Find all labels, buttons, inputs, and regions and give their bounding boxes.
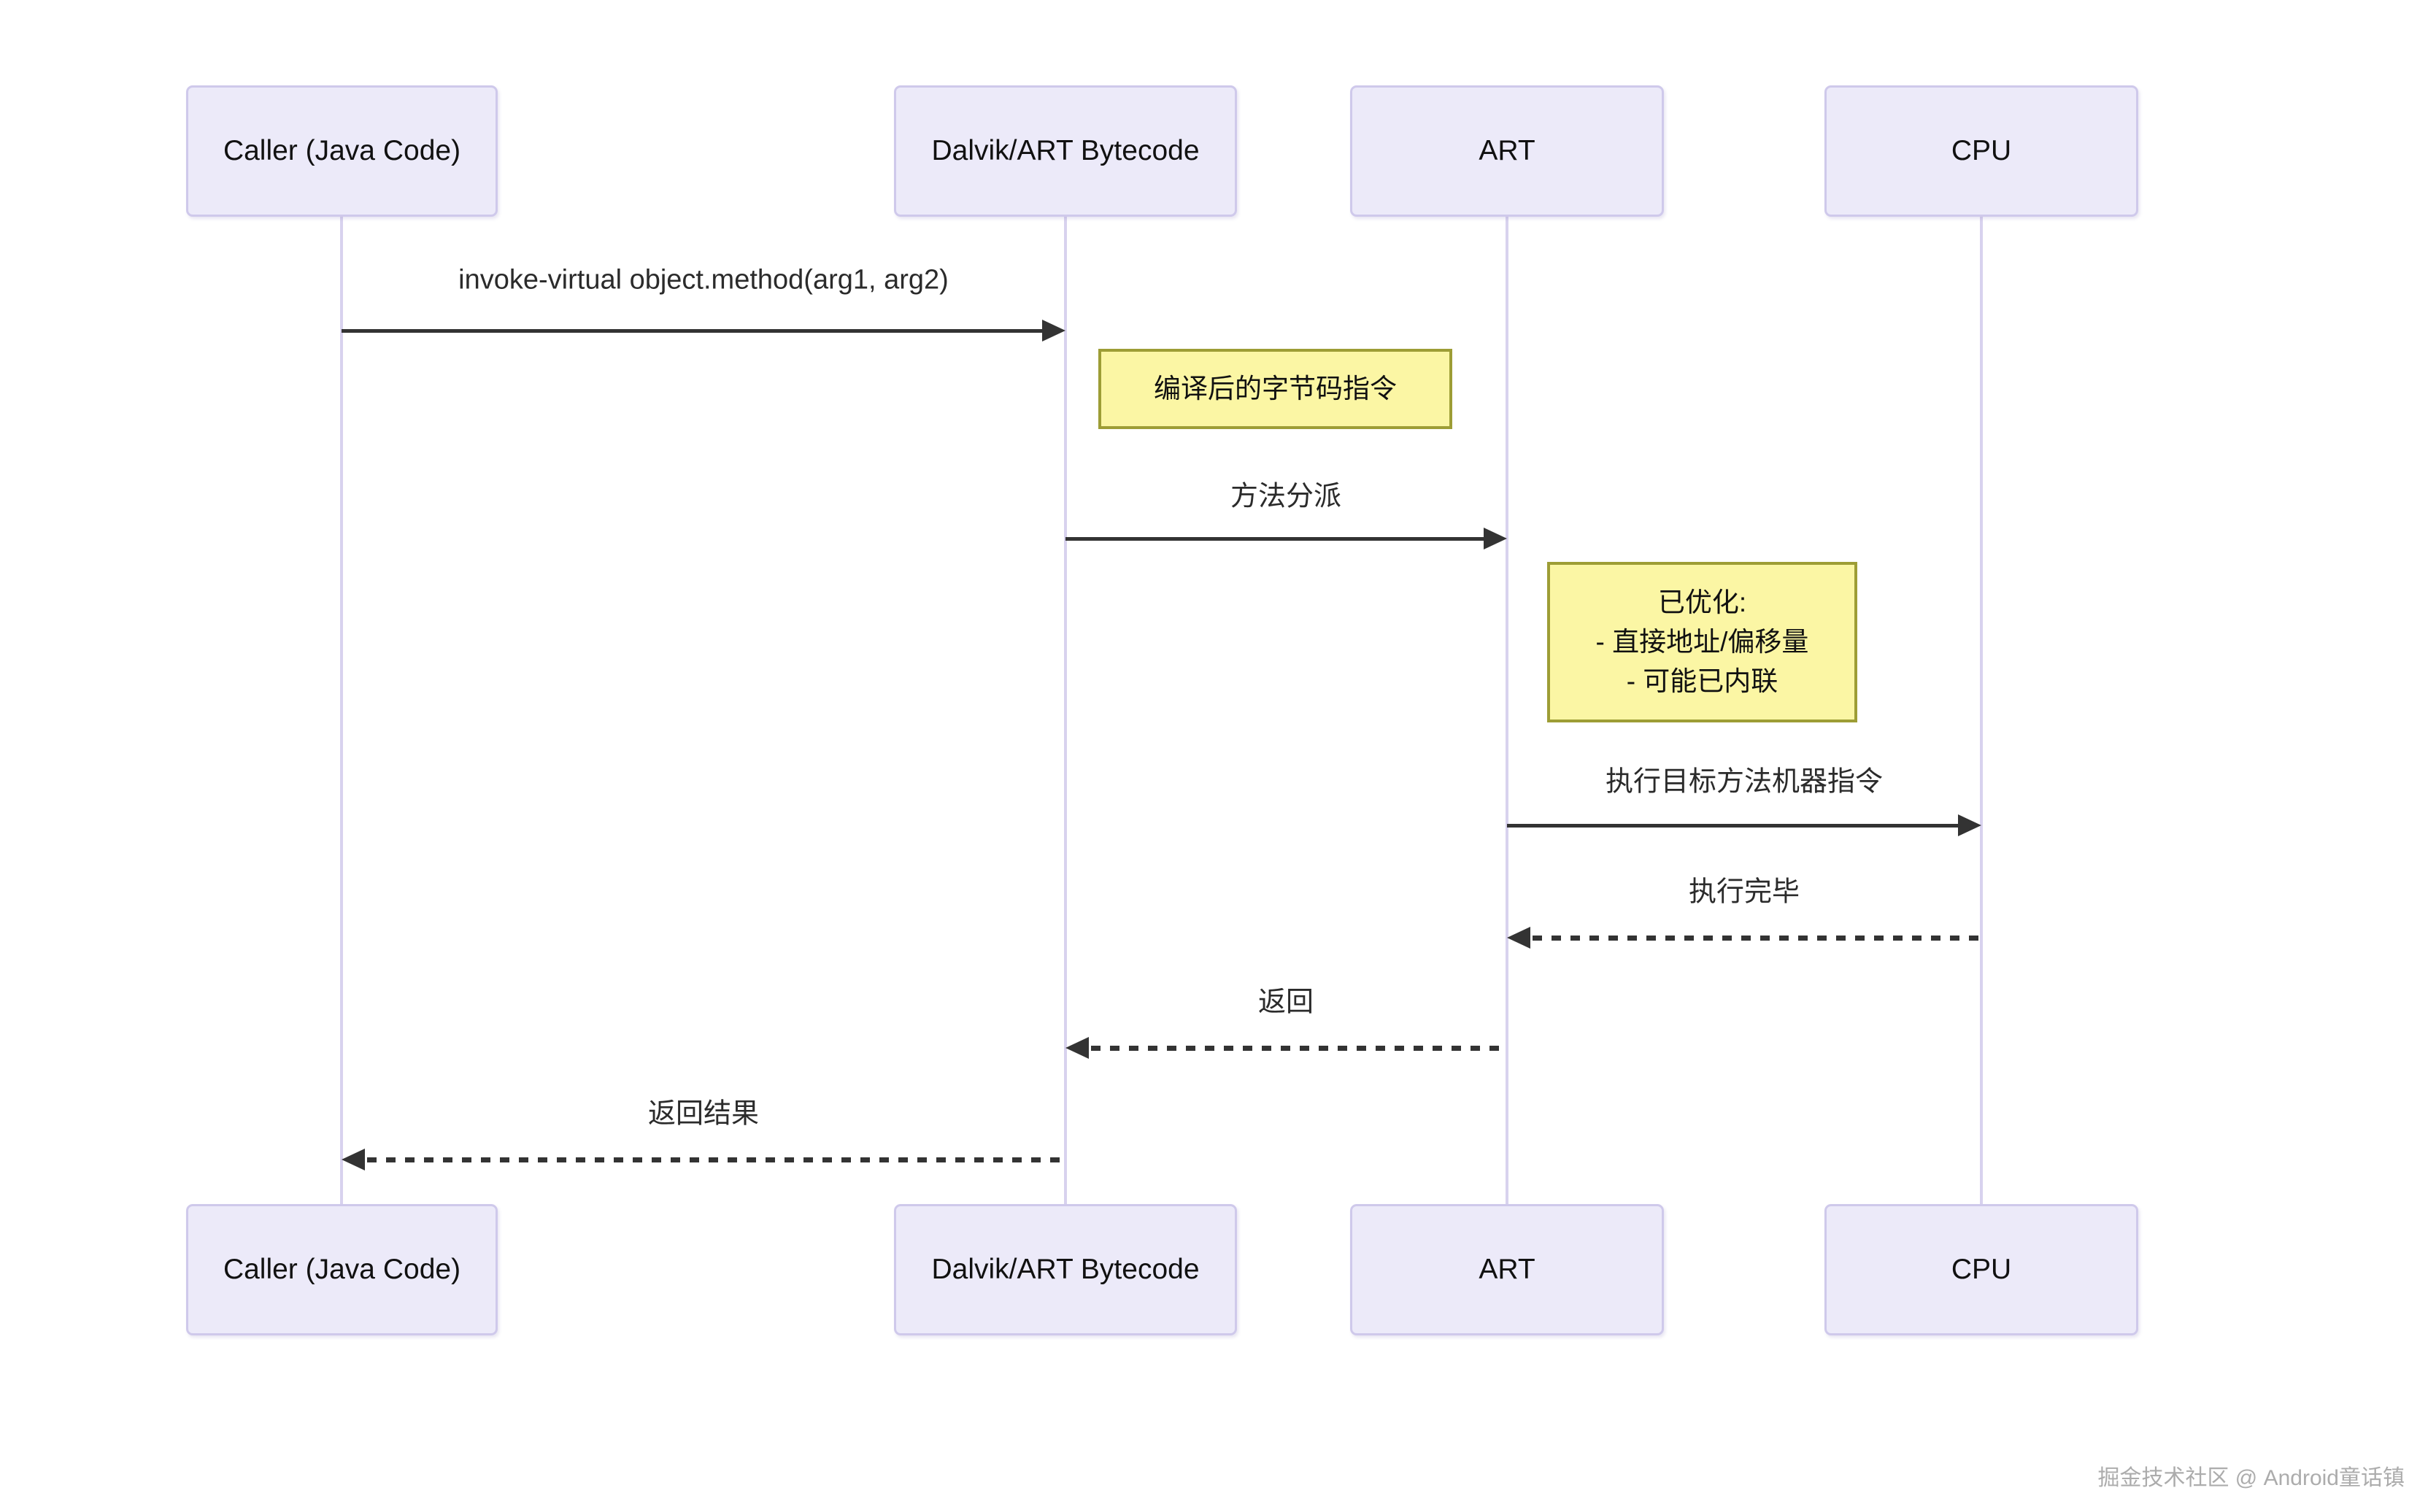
message-exec-done-line — [1533, 936, 1981, 941]
actor-top-art: ART — [1350, 85, 1664, 217]
lifeline-bytecode — [1064, 217, 1067, 1204]
actor-label: Caller (Java Code) — [223, 135, 461, 166]
lifeline-cpu — [1980, 217, 1983, 1204]
actor-label: CPU — [1951, 1254, 2012, 1285]
actor-bottom-caller: Caller (Java Code) — [186, 1204, 498, 1335]
message-return-result-label: 返回结果 — [647, 1098, 760, 1130]
actor-label: Dalvik/ART Bytecode — [931, 1254, 1200, 1285]
actor-bottom-cpu: CPU — [1824, 1204, 2138, 1335]
message-exec-done-label: 执行完毕 — [1688, 876, 1800, 908]
note-optimized: 已优化: - 直接地址/偏移量 - 可能已内联 — [1547, 562, 1857, 722]
lifeline-art — [1506, 217, 1508, 1204]
message-dispatch-label: 方法分派 — [1230, 481, 1342, 512]
note-line: - 可能已内联 — [1626, 666, 1778, 696]
actor-label: CPU — [1951, 135, 2012, 166]
arrowhead-left-icon — [1507, 927, 1530, 949]
note-compiled-bytecode: 编译后的字节码指令 — [1098, 349, 1452, 429]
message-return-line — [1091, 1046, 1507, 1051]
note-line: 编译后的字节码指令 — [1154, 374, 1397, 404]
message-dispatch-line — [1065, 537, 1485, 541]
note-line: - 直接地址/偏移量 — [1595, 627, 1809, 657]
message-invoke-virtual-label: invoke-virtual object.method(arg1, arg2) — [458, 264, 949, 296]
message-invoke-virtual-line — [342, 329, 1049, 333]
arrowhead-right-icon — [1484, 528, 1507, 549]
arrowhead-right-icon — [1958, 814, 1981, 836]
lifeline-caller — [340, 217, 343, 1204]
actor-label: ART — [1479, 135, 1535, 166]
actor-bottom-bytecode: Dalvik/ART Bytecode — [894, 1204, 1237, 1335]
actor-top-bytecode: Dalvik/ART Bytecode — [894, 85, 1237, 217]
arrowhead-right-icon — [1042, 320, 1065, 342]
actor-top-caller: Caller (Java Code) — [186, 85, 498, 217]
watermark-text: 掘金技术社区 @ Android童话镇 — [2097, 1466, 2405, 1490]
actor-bottom-art: ART — [1350, 1204, 1664, 1335]
actor-label: ART — [1479, 1254, 1535, 1285]
note-line: 已优化: — [1657, 587, 1747, 617]
arrowhead-left-icon — [1065, 1037, 1089, 1059]
actor-label: Caller (Java Code) — [223, 1254, 461, 1285]
message-execute-line — [1507, 824, 1959, 828]
message-return-label: 返回 — [1257, 987, 1314, 1018]
message-execute-label: 执行目标方法机器指令 — [1605, 766, 1884, 798]
actor-top-cpu: CPU — [1824, 85, 2138, 217]
message-return-result-line — [367, 1157, 1065, 1162]
arrowhead-left-icon — [342, 1149, 365, 1170]
actor-label: Dalvik/ART Bytecode — [931, 135, 1200, 166]
